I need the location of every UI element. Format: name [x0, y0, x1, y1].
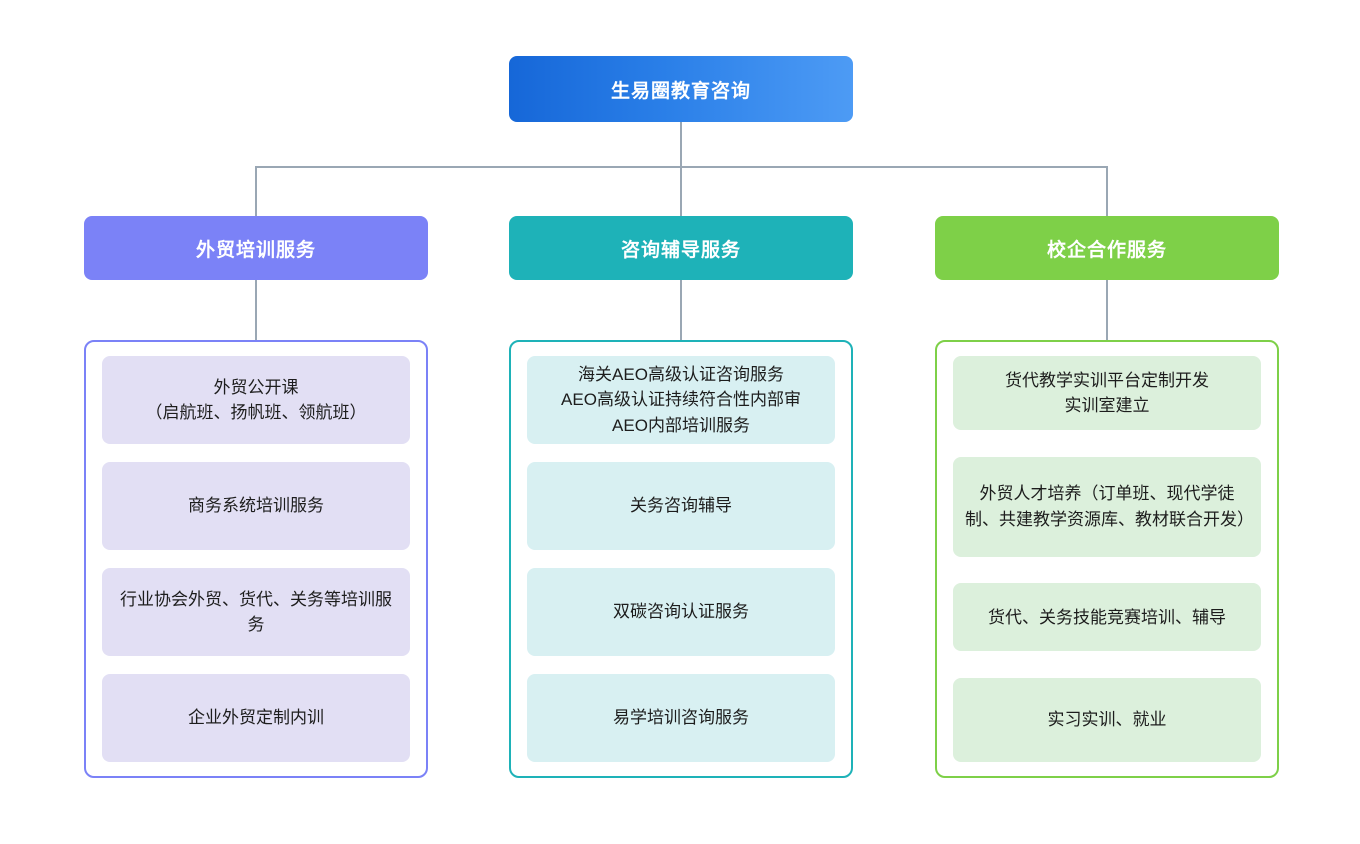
leaf-card[interactable]: 外贸人才培养（订单班、现代学徒制、共建教学资源库、教材联合开发） [953, 456, 1261, 557]
branch-header-3[interactable]: 校企合作服务 [935, 216, 1279, 280]
leaf-card[interactable]: 货代教学实训平台定制开发 实训室建立 [953, 356, 1261, 430]
leaf-card[interactable]: 易学培训咨询服务 [527, 674, 835, 762]
branch-body-2: 海关AEO高级认证咨询服务 AEO高级认证持续符合性内部审 AEO内部培训服务 … [509, 340, 853, 778]
connector-drop-branch-3 [1106, 166, 1108, 216]
leaf-card[interactable]: 企业外贸定制内训 [102, 674, 410, 762]
leaf-card[interactable]: 实习实训、就业 [953, 677, 1261, 762]
connector-drop-branch-1 [255, 166, 257, 216]
leaf-card[interactable]: 货代、关务技能竞赛培训、辅导 [953, 583, 1261, 652]
leaf-card[interactable]: 行业协会外贸、货代、关务等培训服务 [102, 568, 410, 656]
branch-body-1: 外贸公开课 （启航班、扬帆班、领航班） 商务系统培训服务 行业协会外贸、货代、关… [84, 340, 428, 778]
branch-column-1: 外贸培训服务 外贸公开课 （启航班、扬帆班、领航班） 商务系统培训服务 行业协会… [84, 216, 428, 778]
root-node[interactable]: 生易圈教育咨询 [509, 56, 853, 122]
branch-header-label-2: 咨询辅导服务 [620, 239, 741, 261]
branch-body-3: 货代教学实训平台定制开发 实训室建立 外贸人才培养（订单班、现代学徒制、共建教学… [935, 340, 1279, 778]
leaf-card[interactable]: 海关AEO高级认证咨询服务 AEO高级认证持续符合性内部审 AEO内部培训服务 [527, 356, 835, 444]
connector-header-body-3 [1106, 280, 1108, 340]
connector-header-body-2 [680, 280, 682, 340]
connector-drop-branch-2 [680, 166, 682, 216]
branch-header-label-3: 校企合作服务 [1046, 239, 1167, 261]
branch-header-2[interactable]: 咨询辅导服务 [509, 216, 853, 280]
leaf-card[interactable]: 关务咨询辅导 [527, 462, 835, 550]
branch-header-1[interactable]: 外贸培训服务 [84, 216, 428, 280]
connector-root-stem [680, 122, 682, 167]
leaf-card[interactable]: 外贸公开课 （启航班、扬帆班、领航班） [102, 356, 410, 444]
branch-column-2: 咨询辅导服务 海关AEO高级认证咨询服务 AEO高级认证持续符合性内部审 AEO… [509, 216, 853, 778]
branch-header-label-1: 外贸培训服务 [195, 239, 316, 261]
connector-header-body-1 [255, 280, 257, 340]
branch-column-3: 校企合作服务 货代教学实训平台定制开发 实训室建立 外贸人才培养（订单班、现代学… [935, 216, 1279, 778]
root-node-label: 生易圈教育咨询 [610, 80, 751, 102]
leaf-card[interactable]: 双碳咨询认证服务 [527, 568, 835, 656]
leaf-card[interactable]: 商务系统培训服务 [102, 462, 410, 550]
